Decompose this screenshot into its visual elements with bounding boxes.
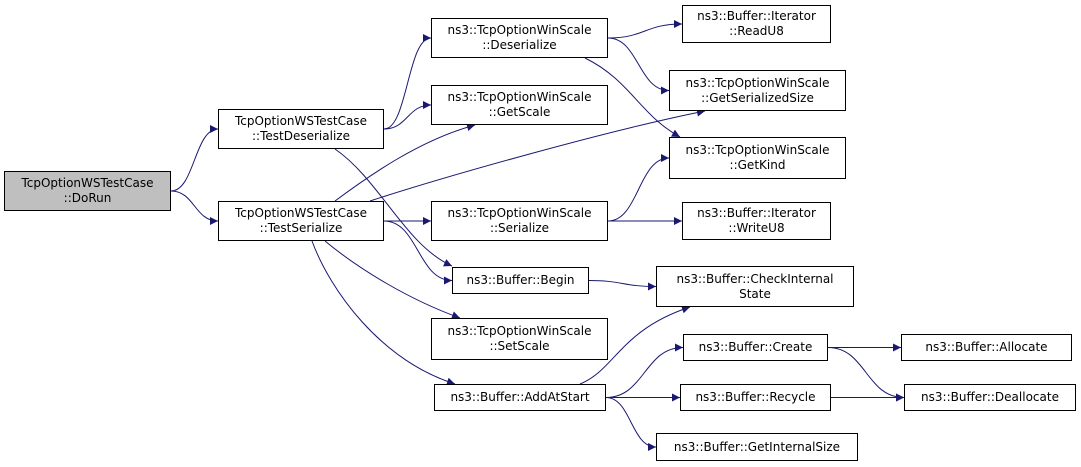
node-label: ::TestSerialize <box>259 221 343 235</box>
edge-addatstart-to-getinternal <box>605 397 657 451</box>
edge-addatstart-to-checkinternal <box>579 305 691 385</box>
node-label: ::SetScale <box>489 339 550 353</box>
edge-begin-to-checkinternal <box>588 280 657 291</box>
node-label: ::TestDeserialize <box>252 129 350 143</box>
edge-testser-to-begin <box>383 220 453 285</box>
node-label: ns3::TcpOptionWinScale <box>447 90 592 104</box>
edge-testser-to-setscale <box>324 240 461 320</box>
node-label: ns3::Buffer::Begin <box>466 273 575 287</box>
node-label: TcpOptionWSTestCase <box>234 206 368 220</box>
node-label: ns3::Buffer::Create <box>698 340 813 354</box>
node-label: ns3::Buffer::Recycle <box>695 390 816 404</box>
node-label: State <box>739 286 771 301</box>
node-begin[interactable]: ns3::Buffer::Begin <box>452 267 589 294</box>
node-label: ns3::TcpOptionWinScale <box>447 23 592 37</box>
node-label: ns3::TcpOptionWinScale <box>447 206 592 220</box>
node-label: ns3::Buffer::Iterator <box>697 206 816 220</box>
node-label: ::DoRun <box>63 191 112 205</box>
edge-testdeser-to-begin <box>334 148 453 267</box>
edge-testser-to-getscale <box>334 123 476 202</box>
node-label: ::ReadU8 <box>729 24 784 38</box>
node-label: ns3::TcpOptionWinScale <box>685 75 830 90</box>
node-readu8[interactable]: ns3::Buffer::Iterator::ReadU8 <box>682 5 831 43</box>
node-addatstart[interactable]: ns3::Buffer::AddAtStart <box>434 384 606 411</box>
edge-testdeser-to-getscale <box>383 101 432 130</box>
edge-deserialize-to-readu8 <box>607 20 683 39</box>
node-allocate[interactable]: ns3::Buffer::Allocate <box>901 334 1072 361</box>
node-label: ::Serialize <box>489 221 550 235</box>
node-getkind[interactable]: ns3::TcpOptionWinScale::GetKind <box>669 137 846 179</box>
node-label: ::GetScale <box>488 105 551 119</box>
node-recycle[interactable]: ns3::Buffer::Recycle <box>680 384 831 411</box>
node-testdeser[interactable]: TcpOptionWSTestCase::TestDeserialize <box>218 109 384 149</box>
node-label: ::WriteU8 <box>728 221 785 235</box>
node-serialize[interactable]: ns3::TcpOptionWinScale::Serialize <box>431 201 608 241</box>
node-label: ns3::Buffer::Iterator <box>697 9 816 23</box>
node-testser[interactable]: TcpOptionWSTestCase::TestSerialize <box>218 201 384 241</box>
node-getscale[interactable]: ns3::TcpOptionWinScale::GetScale <box>431 85 608 125</box>
edge-testdeser-to-deserialize <box>383 34 432 130</box>
node-label: ns3::TcpOptionWinScale <box>685 143 830 157</box>
edge-dorun-to-testser <box>170 190 219 225</box>
edge-dorun-to-testdeser <box>170 125 219 192</box>
edge-deserialize-to-getkind <box>584 57 681 138</box>
node-label: ns3::Buffer::GetInternalSize <box>673 439 841 454</box>
node-getinternal[interactable]: ns3::Buffer::GetInternalSize <box>656 433 858 461</box>
node-writeu8[interactable]: ns3::Buffer::Iterator::WriteU8 <box>682 202 831 240</box>
node-dorun[interactable]: TcpOptionWSTestCase::DoRun <box>4 171 171 211</box>
node-label: ns3::Buffer::Allocate <box>925 340 1048 354</box>
node-deserialize[interactable]: ns3::TcpOptionWinScale::Deserialize <box>431 18 608 58</box>
node-label: ::GetSerializedSize <box>701 90 814 105</box>
edge-addatstart-to-create <box>605 343 684 398</box>
edge-create-to-deallocate <box>827 347 905 402</box>
node-label: ::GetKind <box>729 158 786 172</box>
node-label: ns3::Buffer::Deallocate <box>921 390 1059 404</box>
node-label: ::Deserialize <box>482 38 557 52</box>
node-label: ns3::Buffer::CheckInternal <box>676 271 834 286</box>
edge-serialize-to-getkind <box>607 154 670 222</box>
node-label: TcpOptionWSTestCase <box>234 114 368 128</box>
node-label: TcpOptionWSTestCase <box>21 176 154 190</box>
edge-deserialize-to-getsersize <box>607 37 670 95</box>
node-setscale[interactable]: ns3::TcpOptionWinScale::SetScale <box>431 318 608 360</box>
node-label: ns3::TcpOptionWinScale <box>447 324 592 338</box>
node-deallocate[interactable]: ns3::Buffer::Deallocate <box>904 384 1076 411</box>
node-label: ns3::Buffer::AddAtStart <box>450 390 590 404</box>
edge-testser-to-getsersize <box>369 108 706 202</box>
node-create[interactable]: ns3::Buffer::Create <box>683 334 828 361</box>
node-getsersize[interactable]: ns3::TcpOptionWinScale::GetSerializedSiz… <box>669 70 846 111</box>
edge-testser-to-addatstart <box>311 240 456 386</box>
